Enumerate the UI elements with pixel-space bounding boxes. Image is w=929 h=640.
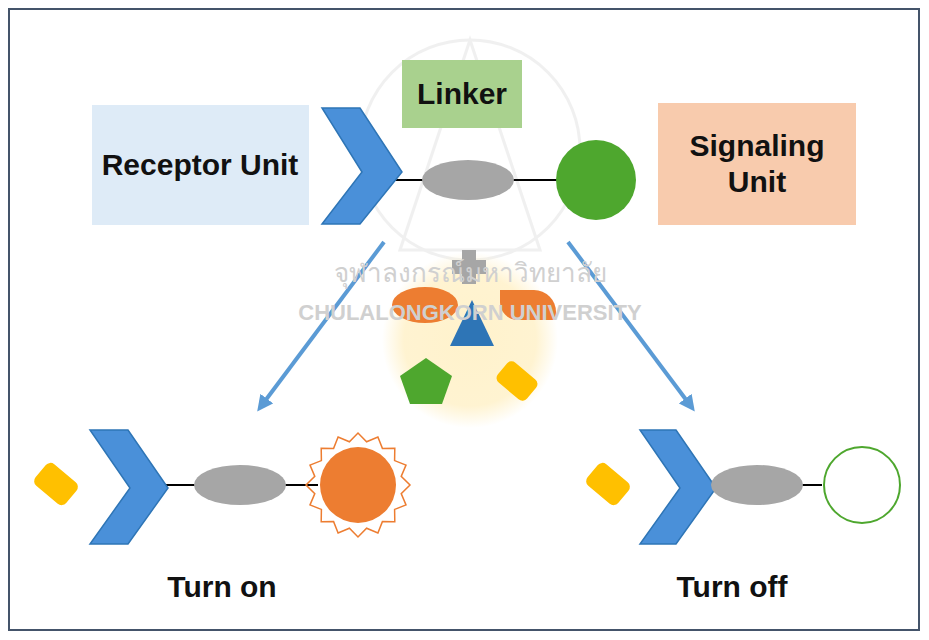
receptor-chevron [322,108,402,224]
yellow-ligand [494,359,540,403]
box-title: Linker [417,76,507,112]
watermark-latin: CHULALONGKORN UNIVERSITY [298,300,641,326]
turn-on-molecule [32,430,410,544]
signal-circle [556,140,636,220]
signaling-box: Signaling Unit [658,103,856,225]
green-pentagon [400,358,452,404]
linker-box: Linker [402,60,522,128]
state-label: Turn off [676,570,787,604]
box-title: Receptor Unit [102,147,299,183]
watermark-seal [360,40,580,260]
receptor-box: Receptor Unit [92,105,309,225]
box-title: Signaling Unit [658,128,856,200]
frame [9,9,919,630]
turn-off-molecule [584,430,900,544]
state-label: Turn on [167,570,276,604]
linker-ellipse [422,160,514,200]
watermark-thai: จุฬาลงกรณ์มหาวิทยาลัย [334,252,607,293]
